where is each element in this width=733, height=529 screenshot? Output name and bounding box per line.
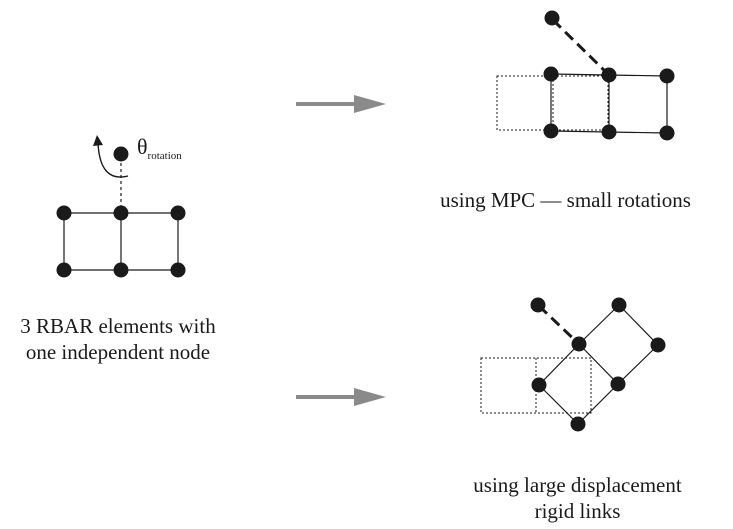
node — [659, 68, 675, 84]
left-caption-line1: 3 RBAR elements with — [20, 314, 216, 338]
node — [611, 297, 627, 313]
node — [170, 205, 186, 221]
large-rigid-link-dashed — [537, 304, 581, 346]
node — [659, 125, 675, 141]
node — [56, 205, 72, 221]
node — [543, 123, 559, 139]
mpc-original-outline — [496, 75, 609, 131]
node — [601, 67, 617, 83]
node — [570, 416, 586, 432]
node — [650, 337, 666, 353]
independent-node — [530, 297, 546, 313]
node — [531, 377, 547, 393]
node — [571, 336, 587, 352]
large-deformed-mesh — [538, 304, 659, 425]
node — [601, 124, 617, 140]
mpc-caption: using MPC — small rotations — [440, 188, 691, 212]
theta-rotation-label: θrotation — [137, 134, 182, 162]
node — [113, 205, 129, 221]
large-caption-line1: using large displacement — [473, 473, 682, 497]
independent-node — [544, 10, 560, 26]
large-caption-line2: rigid links — [534, 499, 621, 523]
node — [543, 66, 559, 82]
rotation-arrow-icon — [97, 142, 129, 178]
large-displacement-caption: using large displacement rigid links — [420, 472, 733, 524]
left-caption: 3 RBAR elements with one independent nod… — [0, 313, 236, 365]
node — [56, 262, 72, 278]
arrow-to-mpc — [296, 95, 386, 113]
node — [170, 262, 186, 278]
mpc-nodes — [543, 10, 675, 141]
mpc-rigid-link-dashed — [551, 18, 611, 77]
original-mesh — [63, 212, 179, 271]
theta-symbol: θ — [137, 134, 148, 159]
original-nodes — [56, 146, 186, 278]
independent-node — [113, 146, 129, 162]
node — [113, 262, 129, 278]
theta-subscript: rotation — [147, 150, 182, 162]
mpc-deformed-mesh — [550, 73, 668, 134]
node — [610, 376, 626, 392]
large-nodes — [530, 297, 666, 432]
left-caption-line2: one independent node — [25, 340, 211, 364]
rotation-arrowhead-icon — [93, 135, 103, 146]
large-original-outline — [480, 357, 592, 414]
arrow-to-large — [296, 388, 386, 406]
